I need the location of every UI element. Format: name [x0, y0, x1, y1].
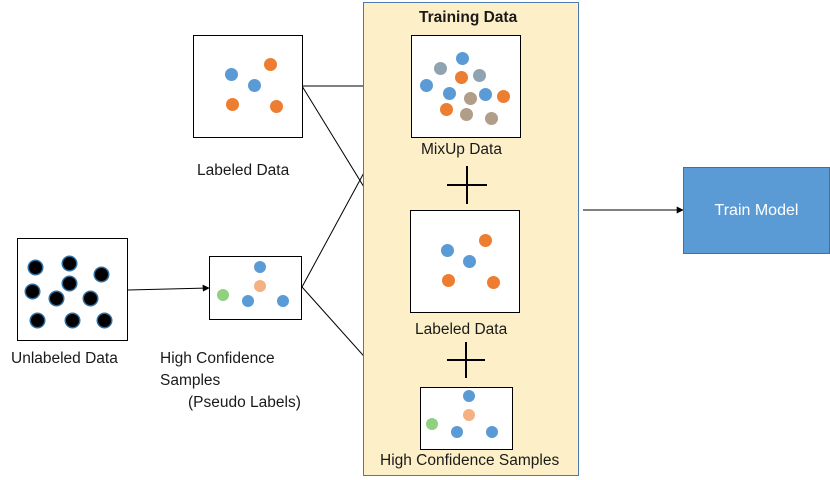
gray-blue-dot [434, 62, 447, 75]
orange-dot [455, 71, 468, 84]
blue-dot [420, 79, 433, 92]
blue-dot [242, 295, 254, 307]
black-dot [50, 292, 63, 305]
blue-dot [456, 52, 469, 65]
tan-dot [464, 92, 477, 105]
unlabeled-data-label: Unlabeled Data [11, 350, 118, 367]
blue-dot [277, 295, 289, 307]
blue-dot [443, 87, 456, 100]
blue-dot [441, 244, 454, 257]
labeled-data-label: Labeled Data [197, 162, 290, 179]
plus-sign-vertical [466, 166, 468, 204]
black-dot [26, 285, 39, 298]
orange-dot [440, 103, 453, 116]
orange-dot [226, 98, 239, 111]
blue-dot [463, 255, 476, 268]
arrow-unlabeled-to-highconf [127, 284, 210, 292]
black-dot [31, 314, 44, 327]
high-confidence-label-line2: Samples [160, 372, 221, 389]
blue-dot [225, 68, 238, 81]
train-model-button[interactable]: Train Model [683, 167, 830, 254]
black-dot [63, 257, 76, 270]
blue-dot [248, 79, 261, 92]
black-dot [84, 292, 97, 305]
blue-dot [486, 426, 498, 438]
orange-dot [497, 90, 510, 103]
orange-dot [270, 100, 283, 113]
black-dot [66, 314, 79, 327]
orange-dot [442, 274, 455, 287]
black-dot [29, 261, 42, 274]
high-confidence-label-line1: High Confidence [160, 350, 275, 367]
training-data-title: Training Data [419, 9, 518, 26]
labeled-data-panel-label: Labeled Data [415, 321, 508, 338]
tan-dot [485, 112, 498, 125]
gray-blue-dot [473, 69, 486, 82]
high-confidence-panel-label: High Confidence Samples [380, 452, 560, 469]
green-dot [217, 289, 229, 301]
blue-dot [463, 390, 475, 402]
orange-dot [479, 234, 492, 247]
blue-dot [451, 426, 463, 438]
black-dot [63, 277, 76, 290]
mixup-data-label: MixUp Data [421, 141, 502, 158]
orange-dot [487, 276, 500, 289]
peach-dot [463, 409, 475, 421]
plus-sign-vertical [465, 342, 467, 378]
black-dot [98, 314, 111, 327]
green-dot [426, 418, 438, 430]
high-confidence-label-line3: (Pseudo Labels) [188, 394, 301, 411]
peach-dot [254, 280, 266, 292]
black-dot [95, 268, 108, 281]
orange-dot [264, 58, 277, 71]
tan-dot [460, 108, 473, 121]
blue-dot [479, 88, 492, 101]
blue-dot [254, 261, 266, 273]
